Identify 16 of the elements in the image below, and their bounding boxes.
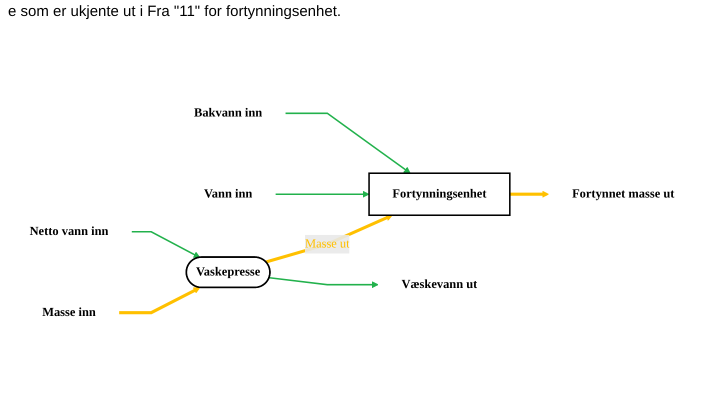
arrow [286, 112, 411, 174]
node-box: Fortynningsenhet [368, 172, 511, 216]
note-text: e som er ukjente ut i Fra "11" for fortynningsenhet. [8, 3, 342, 20]
arrow [269, 276, 379, 288]
edge-label: Masse ut [304, 237, 350, 250]
node-text: Vann inn [204, 187, 252, 200]
node-text: Fortynnet masse ut [572, 187, 674, 200]
node-text: Væskevann ut [402, 278, 478, 291]
node-text: Masse inn [42, 306, 96, 319]
arrow [510, 190, 550, 198]
arrow [266, 214, 393, 264]
arrow [276, 190, 370, 198]
node-text: Bakvann inn [194, 106, 262, 120]
arrow [119, 287, 200, 314]
node-text: Netto vann inn [30, 224, 108, 238]
arrow [132, 231, 200, 258]
